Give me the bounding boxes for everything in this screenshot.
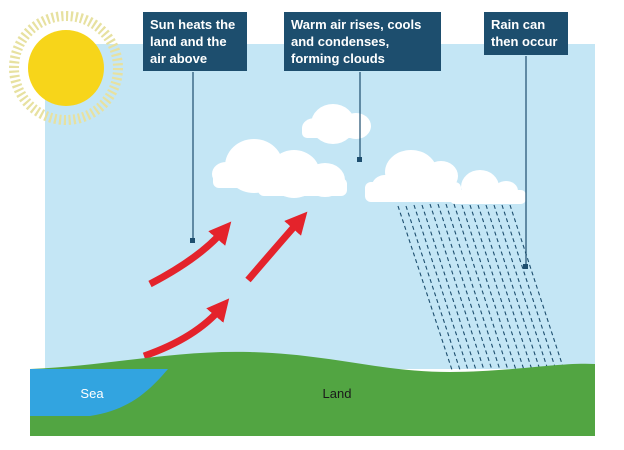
cloud-icon [212, 104, 526, 204]
callout-clouds-line-3: forming clouds [291, 51, 385, 66]
callout-sun-box [143, 12, 247, 71]
arrow-right [245, 211, 308, 283]
callout-sun: Sun heats the land and the air above [143, 12, 247, 71]
arrow-low [142, 298, 230, 360]
callout-rain-line-2: then occur [491, 34, 557, 49]
callout-rain-line-1: Rain can [491, 17, 545, 32]
sky-panel [45, 44, 595, 369]
svg-text:Warm air rises, cools an: Warm air rises, cools and condenses, for… [291, 17, 425, 66]
callout-markers [190, 157, 528, 269]
land-label: Land [323, 386, 352, 401]
callout-rain-box [484, 12, 568, 55]
marker-sun [190, 238, 195, 243]
arrow-middle [148, 221, 232, 288]
sea-area [30, 369, 168, 416]
callout-clouds-box [284, 12, 441, 71]
land-area [30, 351, 595, 436]
sun-icon [9, 11, 123, 125]
callout-rain: Rain can then occur [484, 12, 568, 55]
callout-sun-line-2: land and the [150, 34, 227, 49]
rain-icon [397, 203, 565, 371]
arrow-icon [142, 211, 308, 360]
sea-label: Sea [80, 386, 104, 401]
callout-clouds-line-1: Warm air rises, cools [291, 17, 421, 32]
marker-clouds [357, 157, 362, 162]
cloud-top [302, 104, 371, 144]
callout-clouds-line-2: and condenses, [291, 34, 389, 49]
cloud-center [257, 150, 347, 198]
marker-rain [523, 264, 528, 269]
callout-sun-line-1: Sun heats the [150, 17, 235, 32]
callout-leaders [192, 56, 527, 266]
callout-sun-line-3: air above [150, 51, 207, 66]
callout-clouds: Warm air rises, cools and condenses, for… [284, 12, 441, 71]
cloud-right [365, 150, 526, 204]
svg-text:Sun heats the land and t: Sun heats the land and the air above [150, 17, 239, 66]
svg-text:Rain can then occur: Rain can then occur [491, 17, 557, 49]
